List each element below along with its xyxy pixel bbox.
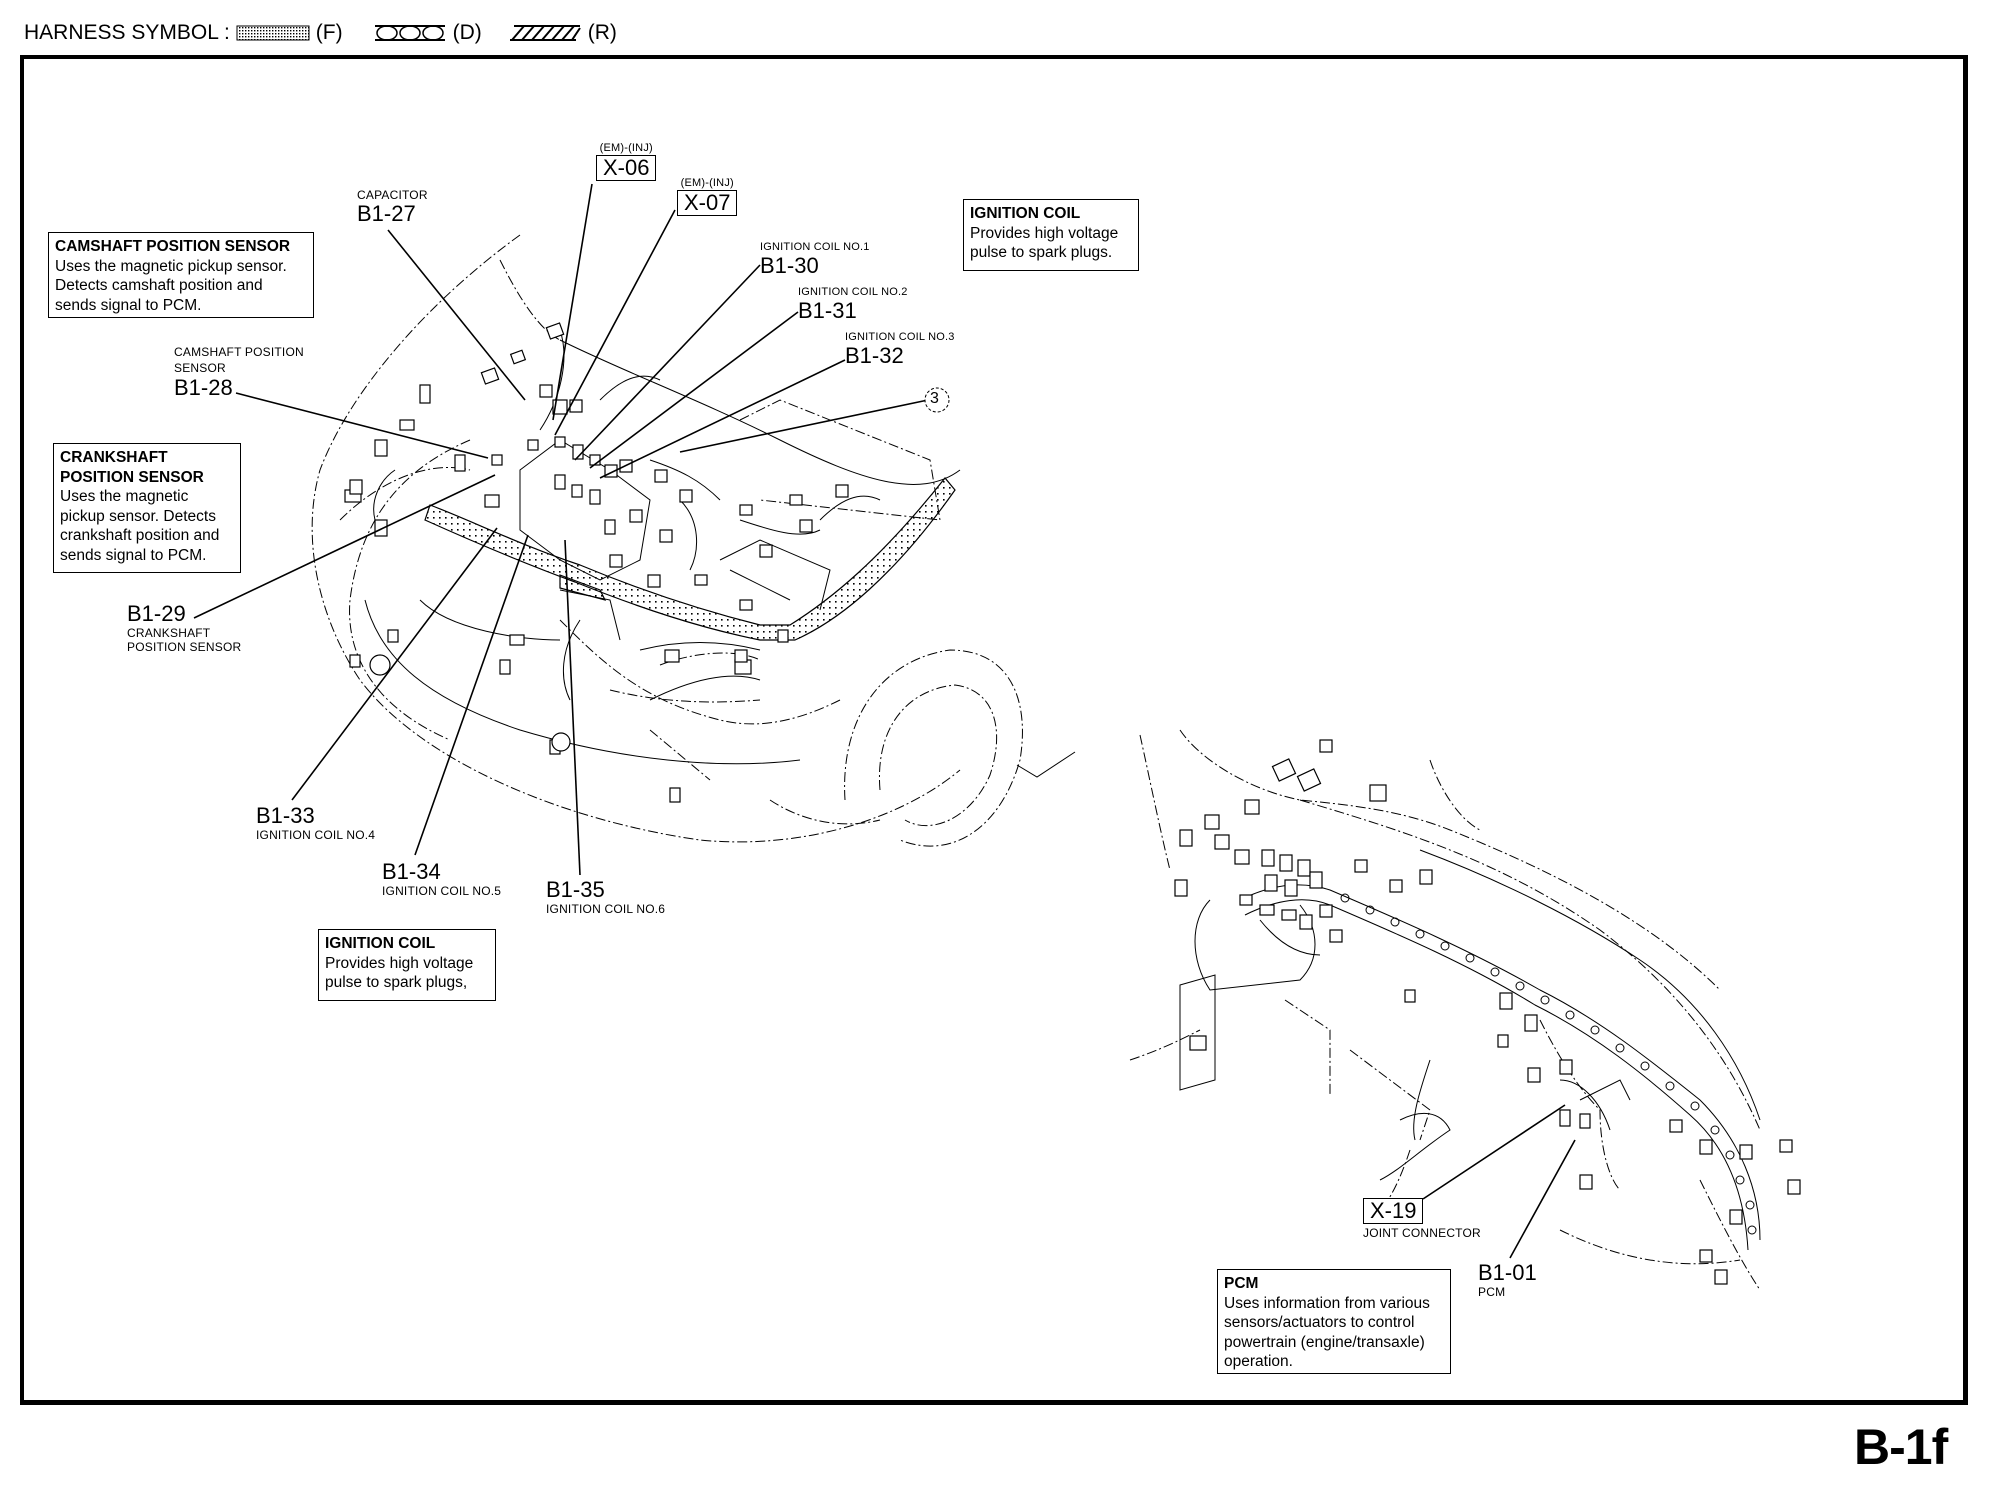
harness-symbol-legend: HARNESS SYMBOL : (F) (D) (R) xyxy=(24,18,617,48)
harness-dotted-symbol xyxy=(236,25,310,41)
engine-compartment-drawing xyxy=(311,234,1076,847)
ignition-coil-description-top: IGNITION COIL Provides high voltage puls… xyxy=(963,199,1139,271)
connector-label-b1-31: IGNITION COIL NO.2 B1-31 xyxy=(798,285,908,323)
connector-label-b1-33: B1-33 IGNITION COIL NO.4 xyxy=(256,803,376,843)
harness-hatched-symbol xyxy=(509,25,581,41)
description-title: PCM xyxy=(1224,1275,1259,1292)
connector-name: IGNITION COIL NO.6 xyxy=(546,902,666,916)
connector-code: B1-30 xyxy=(760,253,819,278)
connector-code: B1-32 xyxy=(845,343,904,368)
legend-code-d: (D) xyxy=(452,21,482,44)
connector-code: B1-35 xyxy=(546,877,605,902)
harness-code: (EM)-(INJ) xyxy=(680,177,734,189)
connector-name: JOINT CONNECTOR xyxy=(1363,1226,1481,1240)
connector-name: IGNITION COIL NO.5 xyxy=(382,884,502,898)
crankshaft-sensor-description: CRANKSHAFT POSITION SENSOR Uses the magn… xyxy=(53,443,241,573)
connector-label-b1-32: IGNITION COIL NO.3 B1-32 xyxy=(845,330,955,368)
harness-circle-symbol xyxy=(374,25,445,41)
legend-code-f: (F) xyxy=(315,21,343,44)
engine-connectors xyxy=(344,322,849,803)
description-body: Uses information from various sensors/ac… xyxy=(1224,1294,1430,1371)
connector-label-b1-34: B1-34 IGNITION COIL NO.5 xyxy=(382,859,502,899)
connector-label-x-06: (EM)-(INJ) X-06 xyxy=(596,141,657,181)
connector-code: B1-33 xyxy=(256,803,315,828)
description-title: CAMSHAFT POSITION SENSOR xyxy=(55,238,291,255)
connector-code: B1-34 xyxy=(382,859,441,884)
connector-label-b1-35: B1-35 IGNITION COIL NO.6 xyxy=(546,877,666,917)
connector-name: IGNITION COIL NO.3 xyxy=(845,331,955,343)
connector-label-b1-29: B1-29 CRANKSHAFT POSITION SENSOR xyxy=(127,601,242,655)
connector-code: X-06 xyxy=(596,155,657,181)
dashboard-connectors xyxy=(1174,739,1801,1285)
legend-code-r: (R) xyxy=(587,21,617,44)
connector-name: IGNITION COIL NO.4 xyxy=(256,828,376,842)
connector-code: X-07 xyxy=(677,190,738,216)
page-number: B-1f xyxy=(1854,1419,1948,1475)
connector-label-b1-30: IGNITION COIL NO.1 B1-30 xyxy=(760,240,870,278)
description-title: IGNITION COIL xyxy=(970,205,1081,222)
legend-title: HARNESS SYMBOL : xyxy=(24,21,230,44)
description-body: Uses the magnetic pickup sensor. Detects… xyxy=(60,488,220,564)
connector-code: B1-29 xyxy=(127,601,186,626)
connector-label-x-07: (EM)-(INJ) X-07 xyxy=(677,176,738,216)
connector-code: B1-01 xyxy=(1478,1260,1537,1285)
description-title: CRANKSHAFT POSITION SENSOR xyxy=(60,449,204,486)
description-body: Provides high voltage pulse to spark plu… xyxy=(970,224,1119,262)
harness-code: (EM)-(INJ) xyxy=(599,142,653,154)
connector-name: CRANKSHAFT POSITION SENSOR xyxy=(127,626,242,654)
connector-code: B1-28 xyxy=(174,375,233,400)
connector-code: X-19 xyxy=(1363,1198,1424,1224)
connector-code: B1-31 xyxy=(798,298,857,323)
connector-name: CAMSHAFT POSITION SENSOR xyxy=(174,345,304,375)
pcm-description: PCM Uses information from various sensor… xyxy=(1217,1269,1451,1374)
diagram-frame xyxy=(20,55,1968,1405)
connector-code: B1-27 xyxy=(357,201,416,226)
connector-name: PCM xyxy=(1478,1285,1506,1299)
camshaft-sensor-description: CAMSHAFT POSITION SENSOR Uses the magnet… xyxy=(48,232,314,318)
connector-name: CAPACITOR xyxy=(357,188,428,202)
connector-label-b1-27: CAPACITOR B1-27 xyxy=(357,188,428,226)
description-body: Uses the magnetic pickup sensor. Detects… xyxy=(55,257,287,314)
description-title: IGNITION COIL xyxy=(325,935,436,952)
connector-label-b1-01: B1-01 PCM xyxy=(1478,1260,1537,1300)
connector-label-b1-28: CAMSHAFT POSITION SENSOR B1-28 xyxy=(174,344,304,400)
reference-marker-3: 3 xyxy=(930,390,939,407)
description-body: Provides high voltage pulse to spark plu… xyxy=(325,954,474,992)
leader-lines xyxy=(193,183,1576,1259)
connector-name: IGNITION COIL NO.2 xyxy=(798,286,908,298)
connector-label-x-19: X-19 JOINT CONNECTOR xyxy=(1363,1198,1481,1240)
ignition-coil-description-bottom: IGNITION COIL Provides high voltage puls… xyxy=(318,929,496,1001)
connector-name: IGNITION COIL NO.1 xyxy=(760,241,870,253)
